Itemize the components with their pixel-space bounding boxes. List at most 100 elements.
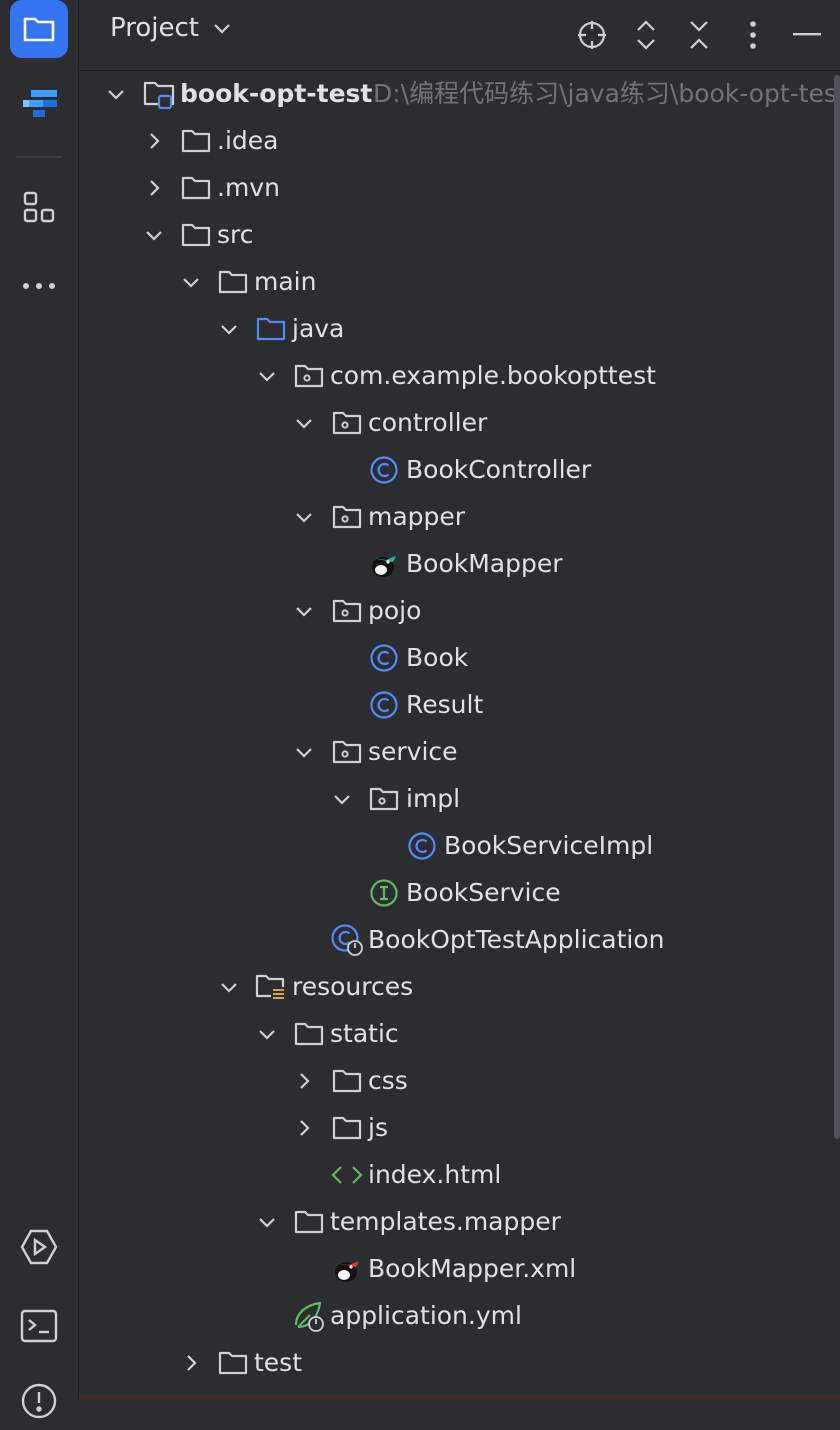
tree-node-idea[interactable]: .idea	[79, 118, 840, 165]
expand-all-icon[interactable]	[623, 12, 669, 58]
folder-icon	[292, 1205, 326, 1239]
vertical-scrollbar[interactable]	[834, 75, 840, 1139]
chevron-down-icon[interactable]	[217, 975, 241, 999]
structure-icon[interactable]	[10, 178, 68, 236]
tree-node-label: book-opt-test	[180, 79, 373, 108]
tree-node-application-class[interactable]: BookOptTestApplication	[79, 917, 840, 964]
tree-node-js[interactable]: js	[79, 1105, 840, 1152]
chevron-right-icon[interactable]	[142, 176, 166, 200]
panel-title: Project	[110, 13, 199, 43]
tree-node-controller[interactable]: controller	[79, 400, 840, 447]
tree-node-book-controller[interactable]: BookController	[79, 447, 840, 494]
package-icon	[330, 500, 364, 534]
chevron-down-icon[interactable]	[292, 505, 316, 529]
tree-node-label: js	[368, 1113, 388, 1142]
more-vertical-icon[interactable]	[730, 12, 776, 58]
project-path: D:\编程代码练习\java练习\book-opt-test	[373, 79, 840, 108]
terminal-icon[interactable]	[10, 1297, 68, 1355]
chevron-down-icon[interactable]	[255, 1210, 279, 1234]
folder-icon	[330, 1064, 364, 1098]
class-icon	[367, 688, 401, 722]
tree-node-application-yml[interactable]: application.yml	[79, 1293, 840, 1340]
tree-node-label: application.yml	[330, 1301, 522, 1330]
spring-boot-class-icon	[330, 923, 364, 957]
tree-node-label: Result	[406, 690, 484, 719]
interface-icon	[367, 876, 401, 910]
tool-window-strip	[0, 0, 79, 1419]
chevron-right-icon[interactable]	[292, 1069, 316, 1093]
tree-node-book-mapper-xml[interactable]: BookMapper.xml	[79, 1246, 840, 1293]
tree-node-book[interactable]: Book	[79, 635, 840, 682]
project-folder-icon[interactable]	[10, 0, 68, 58]
chevron-right-icon[interactable]	[292, 1116, 316, 1140]
tree-node-label: com.example.bookopttest	[330, 361, 656, 390]
tree-node-label: controller	[368, 408, 488, 437]
crosshair-icon[interactable]	[569, 12, 615, 58]
bottom-edge	[79, 1394, 840, 1400]
tree-node-label: .mvn	[217, 173, 280, 202]
tree-node-label: service	[368, 737, 458, 766]
package-icon	[292, 359, 326, 393]
more-horizontal-icon[interactable]	[10, 257, 68, 315]
chevron-down-icon[interactable]	[292, 740, 316, 764]
tree-node-pojo[interactable]: pojo	[79, 588, 840, 635]
plugin-logo-icon[interactable]	[10, 76, 68, 134]
folder-icon	[216, 265, 250, 299]
folder-icon	[216, 1346, 250, 1380]
tree-node-label: .idea	[217, 126, 279, 155]
tree-node-src[interactable]: src	[79, 212, 840, 259]
tree-node-label: mapper	[368, 502, 466, 531]
html-file-icon	[330, 1158, 364, 1192]
tree-node-label: BookController	[406, 455, 592, 484]
minimize-icon[interactable]	[784, 12, 830, 58]
tree-node-index-html[interactable]: index.html	[79, 1152, 840, 1199]
tree-node-css[interactable]: css	[79, 1058, 840, 1105]
tree-node-label: pojo	[368, 596, 422, 625]
tree-node-root[interactable]: book-opt-test D:\编程代码练习\java练习\book-opt-…	[79, 71, 840, 118]
source-root-folder-icon	[254, 312, 288, 346]
folder-icon	[179, 171, 213, 205]
chevron-down-icon[interactable]	[255, 1022, 279, 1046]
collapse-all-icon[interactable]	[676, 12, 722, 58]
tree-node-label: static	[330, 1019, 399, 1048]
tree-node-label: java	[292, 314, 345, 343]
tree-node-book-service-impl[interactable]: BookServiceImpl	[79, 823, 840, 870]
mybatis-xml-icon	[330, 1252, 364, 1286]
tree-node-book-mapper[interactable]: BookMapper	[79, 541, 840, 588]
tree-node-label: BookServiceImpl	[444, 831, 654, 860]
tree-node-label: main	[254, 267, 317, 296]
folder-icon	[330, 1111, 364, 1145]
class-icon	[405, 829, 439, 863]
tree-node-label: templates.mapper	[330, 1207, 561, 1236]
spring-config-icon	[292, 1299, 326, 1333]
chevron-right-icon[interactable]	[142, 129, 166, 153]
tree-node-mvn[interactable]: .mvn	[79, 165, 840, 212]
tree-node-static[interactable]: static	[79, 1011, 840, 1058]
chevron-down-icon[interactable]	[255, 364, 279, 388]
tree-node-test[interactable]: test	[79, 1340, 840, 1387]
package-icon	[367, 782, 401, 816]
chevron-down-icon[interactable]	[179, 270, 203, 294]
services-run-icon[interactable]	[10, 1218, 68, 1276]
tree-node-mapper[interactable]: mapper	[79, 494, 840, 541]
chevron-down-icon[interactable]	[142, 223, 166, 247]
chevron-right-icon[interactable]	[179, 1351, 203, 1375]
tree-node-label: BookMapper	[406, 549, 563, 578]
chevron-down-icon[interactable]	[292, 599, 316, 623]
tree-node-impl[interactable]: impl	[79, 776, 840, 823]
tree-node-result[interactable]: Result	[79, 682, 840, 729]
tree-node-templates-mapper[interactable]: templates.mapper	[79, 1199, 840, 1246]
chevron-down-icon[interactable]	[104, 82, 128, 106]
tree-node-java[interactable]: java	[79, 306, 840, 353]
tree-node-resources[interactable]: resources	[79, 964, 840, 1011]
chevron-down-icon[interactable]	[217, 317, 241, 341]
tree-node-service[interactable]: service	[79, 729, 840, 776]
tree-node-label: BookService	[406, 878, 561, 907]
project-view-selector[interactable]: Project	[110, 13, 231, 43]
tree-node-package-root[interactable]: com.example.bookopttest	[79, 353, 840, 400]
tree-node-main[interactable]: main	[79, 259, 840, 306]
tree-node-book-service[interactable]: BookService	[79, 870, 840, 917]
chevron-down-icon[interactable]	[330, 787, 354, 811]
chevron-down-icon[interactable]	[292, 411, 316, 435]
problems-icon[interactable]	[10, 1372, 68, 1430]
